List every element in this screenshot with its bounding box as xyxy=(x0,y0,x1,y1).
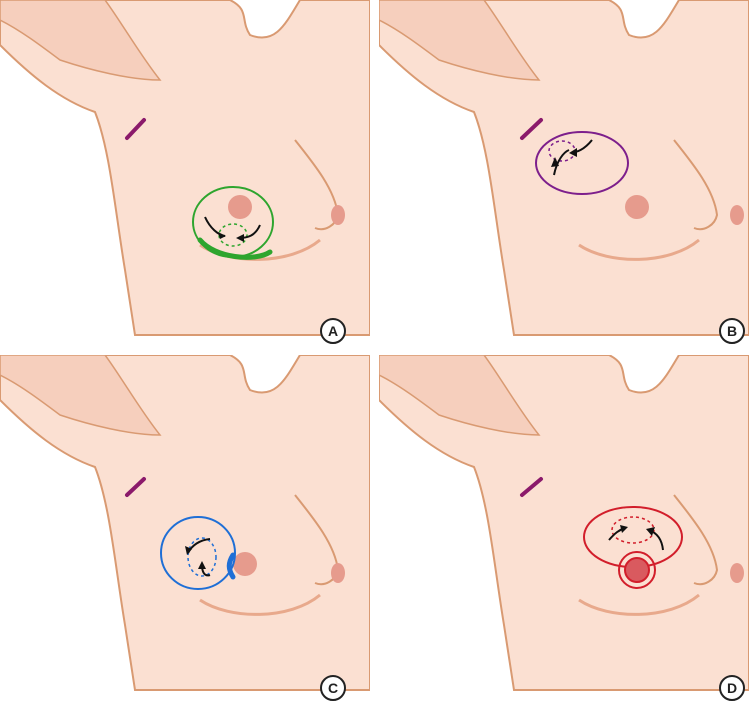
panel-c: C xyxy=(0,355,370,703)
right-nipple xyxy=(730,563,744,583)
arrow-head-1 xyxy=(551,157,559,167)
panel-a-illustration xyxy=(0,0,370,336)
axillary-marking xyxy=(520,477,543,497)
panel-label: A xyxy=(320,318,346,344)
arrow-head-1 xyxy=(218,232,226,239)
panel-label: C xyxy=(320,675,346,701)
nipple-areola xyxy=(228,195,252,219)
nipple-areola xyxy=(625,195,649,219)
axillary-marking xyxy=(125,118,146,140)
panel-d: D xyxy=(379,355,749,703)
right-nipple xyxy=(331,205,345,225)
right-nipple xyxy=(730,205,744,225)
nipple-areola-complex xyxy=(624,557,650,583)
torso xyxy=(0,355,370,691)
arrow-head-2 xyxy=(646,527,655,536)
panel-b: B xyxy=(379,0,749,348)
incision-line xyxy=(197,237,273,260)
resection-outline xyxy=(160,516,236,590)
tumor-bed-outline xyxy=(187,537,217,577)
arrow-head-1 xyxy=(620,525,628,533)
panel-b-illustration xyxy=(379,0,749,336)
arrow-head-2 xyxy=(198,561,206,569)
resection-outline xyxy=(535,131,629,195)
periareolar-incision xyxy=(226,552,236,580)
panel-a: A xyxy=(0,0,370,348)
tumor-bed-outline xyxy=(218,223,248,247)
panel-c-illustration xyxy=(0,355,370,691)
panel-d-illustration xyxy=(379,355,749,691)
periareolar-outer-ring xyxy=(618,551,656,589)
panel-label: B xyxy=(719,318,745,344)
arrow-head-2 xyxy=(569,148,577,157)
axillary-marking xyxy=(520,118,543,140)
rotation-arrow-1 xyxy=(553,149,570,176)
arrow-head-1 xyxy=(185,546,192,555)
torso xyxy=(0,0,370,336)
torso xyxy=(379,355,749,691)
right-nipple xyxy=(331,563,345,583)
nipple-areola xyxy=(233,552,257,576)
panel-label: D xyxy=(719,675,745,701)
axillary-marking xyxy=(125,477,146,497)
torso xyxy=(379,0,749,336)
arrow-head-2 xyxy=(236,234,244,242)
